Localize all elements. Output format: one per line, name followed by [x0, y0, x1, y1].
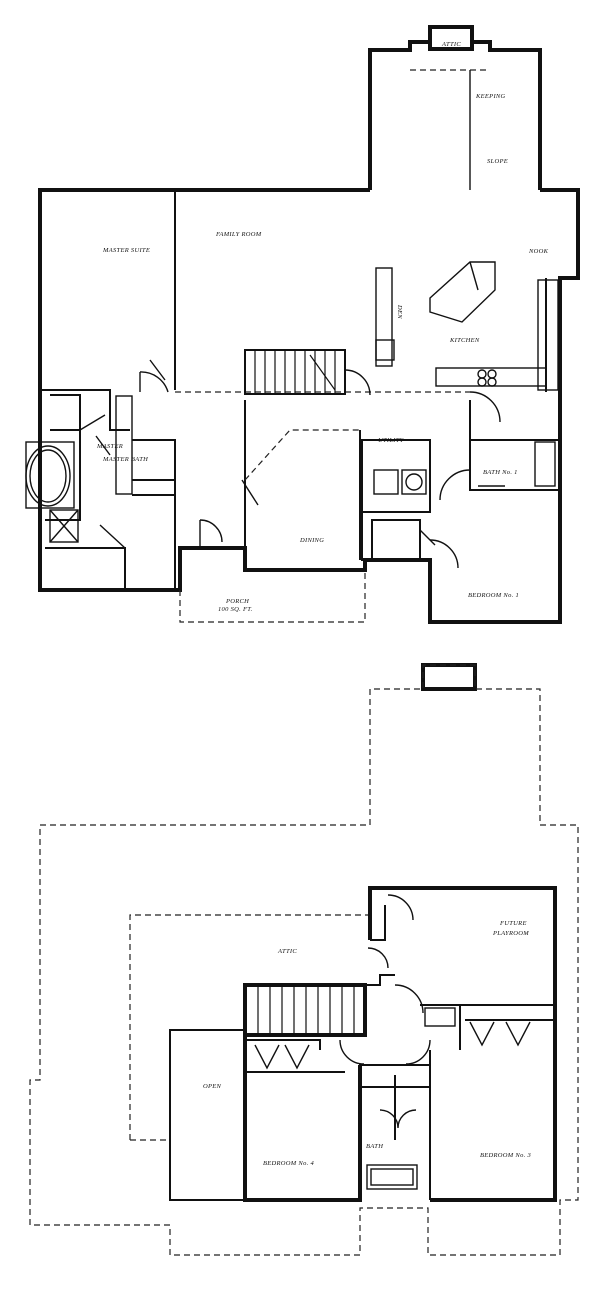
bedroom4-wall [243, 1035, 362, 1202]
label-master-suite: MASTER SUITE [102, 247, 150, 254]
attic-outline [129, 914, 370, 1140]
label-bath1: BATH No. 1 [483, 469, 518, 476]
label-bedroom3: BEDROOM No. 3 [480, 1152, 531, 1159]
label-porch-note: 100 SQ. FT. [218, 606, 253, 613]
playroom-wall [368, 886, 557, 1000]
bedroom3-wall [430, 1000, 557, 1202]
first-floor-plan [25, 25, 580, 624]
second-floor-plan [29, 663, 579, 1256]
first-floor-labels: ATTIC KEEPING SLOPE MASTER SUITE FAMILY … [96, 41, 549, 613]
label-master-bath: MASTER BATH [102, 456, 148, 463]
label-bedroom1: BEDROOM No. 1 [468, 592, 519, 599]
label-bedroom4: BEDROOM No. 4 [263, 1160, 314, 1167]
rear-wing-wall [368, 40, 542, 190]
kitchen-island [429, 261, 496, 323]
label-nook: NOOK [528, 248, 549, 255]
label-master-bath-1: MASTER [96, 443, 123, 450]
label-bath: BATH [366, 1143, 383, 1150]
label-slope: SLOPE [487, 158, 508, 165]
label-attic-top: ATTIC [441, 41, 461, 48]
stairs-2 [243, 983, 367, 1037]
label-future: FUTURE [499, 920, 527, 927]
label-playroom: PLAYROOM [492, 930, 529, 937]
label-keeping: KEEPING [475, 93, 506, 100]
label-dining: DINING [299, 537, 324, 544]
label-porch: PORCH [225, 598, 249, 605]
second-floor-labels: ATTIC FUTURE PLAYROOM OPEN BATH BEDROOM … [203, 920, 531, 1167]
label-kitchen: KITCHEN [449, 337, 480, 344]
label-family-room: FAMILY ROOM [215, 231, 262, 238]
first-floor-exterior-wall [38, 188, 580, 624]
chimney-2 [421, 663, 477, 691]
label-den-small: DEN [396, 304, 403, 319]
label-utility: UTILITY [378, 437, 405, 444]
second-floor-roof-outline [29, 664, 579, 1256]
porch-outline [179, 570, 366, 623]
label-attic: ATTIC [277, 948, 297, 955]
label-open: OPEN [203, 1083, 222, 1090]
